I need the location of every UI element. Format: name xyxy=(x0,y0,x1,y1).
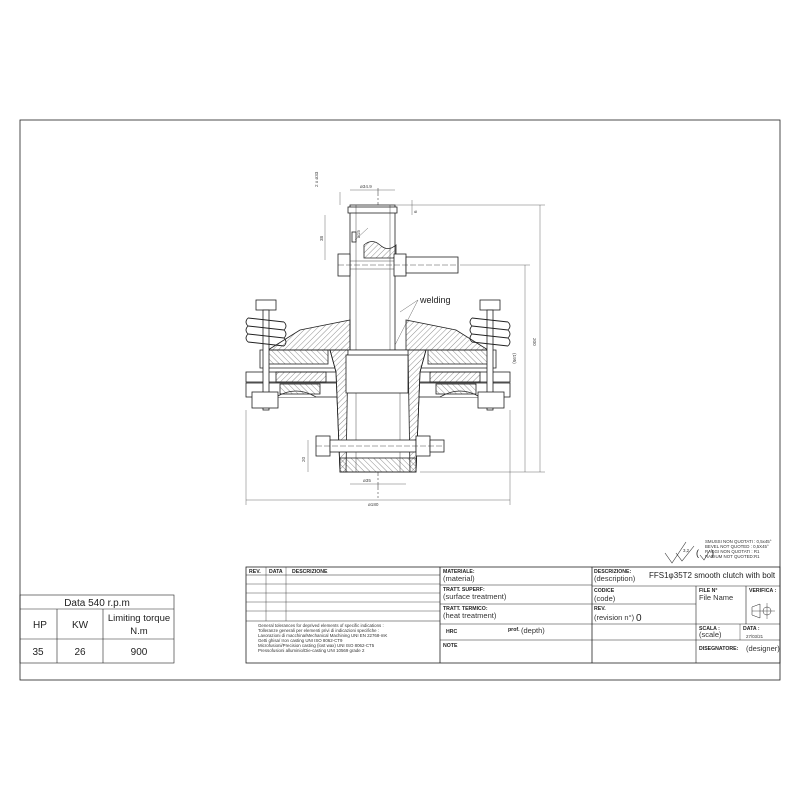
note-raggi: RAGGI NON QUOTATI : R1 xyxy=(705,549,760,554)
dim-35: ø35 xyxy=(363,478,371,483)
codice-value: (code) xyxy=(594,594,616,603)
dim-20: 20 xyxy=(301,456,306,462)
tolerance-line-5: Microfusioni/Precision casting (lost wax… xyxy=(258,643,375,648)
dim-34-9: ø34.9 xyxy=(360,184,372,189)
data-header: DATA xyxy=(269,569,283,575)
tratt-superf-value: (surface treatment) xyxy=(443,592,507,601)
spec-header-hp: HP xyxy=(33,620,47,631)
spec-table-text: Data 540 r.p.m HP KW Limiting torque N.m… xyxy=(32,598,170,658)
spec-cell-hp: 35 xyxy=(32,647,44,658)
data-value: 27/03/21 xyxy=(746,634,764,639)
rev-value: (revision n°) xyxy=(594,613,635,622)
dim-195: (195) xyxy=(512,353,517,364)
svg-text:(: ( xyxy=(696,548,699,558)
svg-text:): ) xyxy=(711,548,714,558)
dimension-lines xyxy=(245,189,545,505)
drawing-frame xyxy=(19,119,781,681)
scala-value: (scale) xyxy=(699,630,722,639)
hrc-label: HRC xyxy=(446,629,457,635)
descrizione-value: (description) xyxy=(594,574,636,583)
rev-number: 0 xyxy=(636,613,642,624)
spec-cell-torque: 900 xyxy=(131,647,148,658)
finish-value: 3,2 xyxy=(683,548,690,553)
tolerance-line-2: Tolleranze generali per elementi privi d… xyxy=(258,628,379,633)
finish-notes: 3,2 ( ) SMUSSI NON QUOTATI : 0,5x45° BEV… xyxy=(664,539,772,564)
spec-header-kw: KW xyxy=(72,620,89,631)
clutch-section-view xyxy=(245,188,511,498)
tolerance-line-3: Lavorazioni di macchina/Mechanical Machi… xyxy=(258,633,387,638)
note-round-edges: SMUSSI NON QUOTATI : 0,5x45° xyxy=(705,539,772,544)
tratt-termico-value: (heat treatment) xyxy=(443,611,497,620)
disegnatore-label: DISEGNATORE: xyxy=(699,646,739,652)
file-label: FILE N° xyxy=(699,588,718,594)
part-name: FFS1φ35T2 smooth clutch with bolt xyxy=(649,571,776,580)
welding-callout: welding xyxy=(419,295,451,305)
dim-200: 200 xyxy=(532,338,537,346)
title-block xyxy=(245,566,781,664)
projection-icon xyxy=(751,603,761,619)
prof-label: prof. xyxy=(508,627,520,633)
materiale-label: MATERIALE: xyxy=(443,569,475,575)
tratt-superf-label: TRATT. SUPERF: xyxy=(443,587,485,593)
title-block-text: REV. DATA DESCRIZIONE General tolerances… xyxy=(249,569,780,653)
disegnatore-value: (designer) xyxy=(746,644,780,653)
spec-header-torque-2: N.m xyxy=(130,626,148,637)
scala-label: SCALA : xyxy=(699,626,720,632)
data-label: DATA : xyxy=(743,626,760,632)
surface-finish-icon xyxy=(664,541,687,564)
note-label: NOTE xyxy=(443,643,458,649)
rev-header: REV. xyxy=(249,569,261,575)
dim-15: ø15 xyxy=(356,230,361,238)
dim-38: 38 xyxy=(319,235,324,241)
rev-label: REV. xyxy=(594,606,606,612)
spec-header-torque-1: Limiting torque xyxy=(108,613,170,624)
descrizione-label: DESCRIZIONE: xyxy=(594,569,631,575)
spec-table xyxy=(19,594,175,664)
dimension-labels: 2 x ø33 ø34.9 ø35 ø15 38 6 (195) 200 20 … xyxy=(301,171,537,507)
note-radium: RADIUM NOT QUOTED:R1 xyxy=(705,554,760,559)
codice-label: CODICE xyxy=(594,588,615,594)
spec-cell-kw: 26 xyxy=(74,647,86,658)
note-bevel: BEVEL NOT QUOTED : 0,5X45° xyxy=(705,544,769,549)
tratt-termico-label: TRATT. TERMICO: xyxy=(443,606,488,612)
tolerance-line-4: Getti ghisa/ Iron casting UNI ISO 8062-C… xyxy=(258,638,343,643)
prof-value: (depth) xyxy=(521,626,545,635)
materiale-value: (material) xyxy=(443,574,475,583)
descrizione-header: DESCRIZIONE xyxy=(292,569,328,575)
tolerance-line-1: General tolerances for deprived elements… xyxy=(258,623,384,628)
spec-table-title: Data 540 r.p.m xyxy=(64,598,130,609)
dim-6: 6 xyxy=(413,210,418,213)
dim-180: ø180 xyxy=(368,502,379,507)
file-value: File Name xyxy=(699,593,733,602)
verifica-label: VERIFICA : xyxy=(749,588,776,594)
dim-2x33: 2 x ø33 xyxy=(314,171,319,187)
tolerance-line-6: Pressofusioni alluminio/Die-casting UNI … xyxy=(258,648,365,653)
